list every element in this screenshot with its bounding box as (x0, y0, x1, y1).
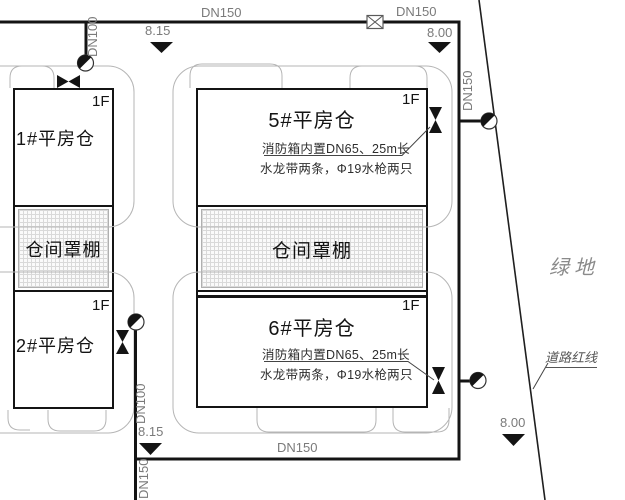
canopy-west-hatch (18, 209, 109, 288)
elevation-icon (139, 42, 525, 455)
gate-valve-icon (366, 14, 384, 30)
warehouse-1-name: 1#平房仓 (16, 129, 96, 149)
warehouse-5-firebox-note-2: 水龙带两条，Φ19水枪两只 (260, 162, 413, 176)
road-red-line-label: 道路红线 (545, 347, 598, 368)
warehouse-6-firebox-note-1: 消防箱内置DN65、25m长 (262, 348, 410, 362)
shutoff-valve-icon (429, 107, 442, 133)
apron-outline-center-south (172, 271, 453, 434)
entrance-apron-arc (9, 65, 55, 88)
elevation-label: 8.15 (145, 23, 171, 38)
fire-hydrant-icon (76, 54, 95, 72)
fire-hydrant-icon (480, 112, 498, 130)
canopy-center-hatch (201, 209, 423, 288)
warehouse-6-floor: 1F (402, 297, 420, 314)
note-leader-line (264, 361, 435, 381)
pipe-label-dn100-north: DN100 (85, 16, 100, 57)
warehouse-2-floor: 1F (92, 297, 110, 314)
elevation-label: 8.00 (500, 415, 526, 430)
pipe-label-dn150-topright: DN150 (396, 4, 437, 19)
apron-outline-west-north (0, 65, 135, 228)
warehouse-6-firebox-note-2: 水龙带两条，Φ19水枪两只 (260, 368, 413, 382)
entrance-apron-arc (47, 410, 107, 432)
note-leader-line (264, 126, 431, 156)
entrance-apron-arc (349, 65, 428, 88)
pipe-label-dn150-top: DN150 (201, 5, 242, 20)
shutoff-valve-icon (432, 367, 445, 394)
pipe-label-dn100-west: DN100 (133, 383, 148, 424)
canopy-west-label: 仓间罩棚 (25, 240, 102, 260)
pipe-label-dn150-south: DN150 (136, 458, 151, 499)
pipe-label-dn150-east: DN150 (460, 70, 475, 111)
warehouse-6-name: 6#平房仓 (268, 318, 356, 340)
entrance-apron-arc (189, 63, 283, 88)
main-loop-pipe (0, 20, 461, 461)
elevation-label: 8.15 (138, 424, 164, 439)
warehouse-1-floor: 1F (92, 93, 110, 110)
entrance-apron-arc (256, 408, 377, 433)
canopy-center-label: 仓间罩棚 (271, 241, 352, 262)
pipe-label-dn150-bottom: DN150 (277, 440, 318, 455)
green-space-label: 绿地 (549, 257, 599, 279)
warehouse-2-name: 2#平房仓 (16, 336, 96, 356)
warehouse-5-firebox-note-1: 消防箱内置DN65、25m长 (262, 142, 410, 156)
warehouse-6-top-wall (196, 295, 428, 298)
entrance-apron-arc (392, 408, 450, 433)
warehouse-5-name: 5#平房仓 (268, 110, 356, 132)
fire-hydrant-icon (469, 371, 487, 390)
elevation-label: 8.00 (427, 25, 453, 40)
warehouse-5-floor: 1F (402, 91, 420, 108)
shutoff-valve-icon (116, 330, 129, 354)
apron-outline-center-north (172, 65, 453, 228)
entrance-apron-arc (7, 410, 30, 431)
fire-hydrant-icon (127, 313, 145, 331)
road-red-line (478, 0, 546, 500)
shutoff-valve-icon (57, 75, 80, 88)
